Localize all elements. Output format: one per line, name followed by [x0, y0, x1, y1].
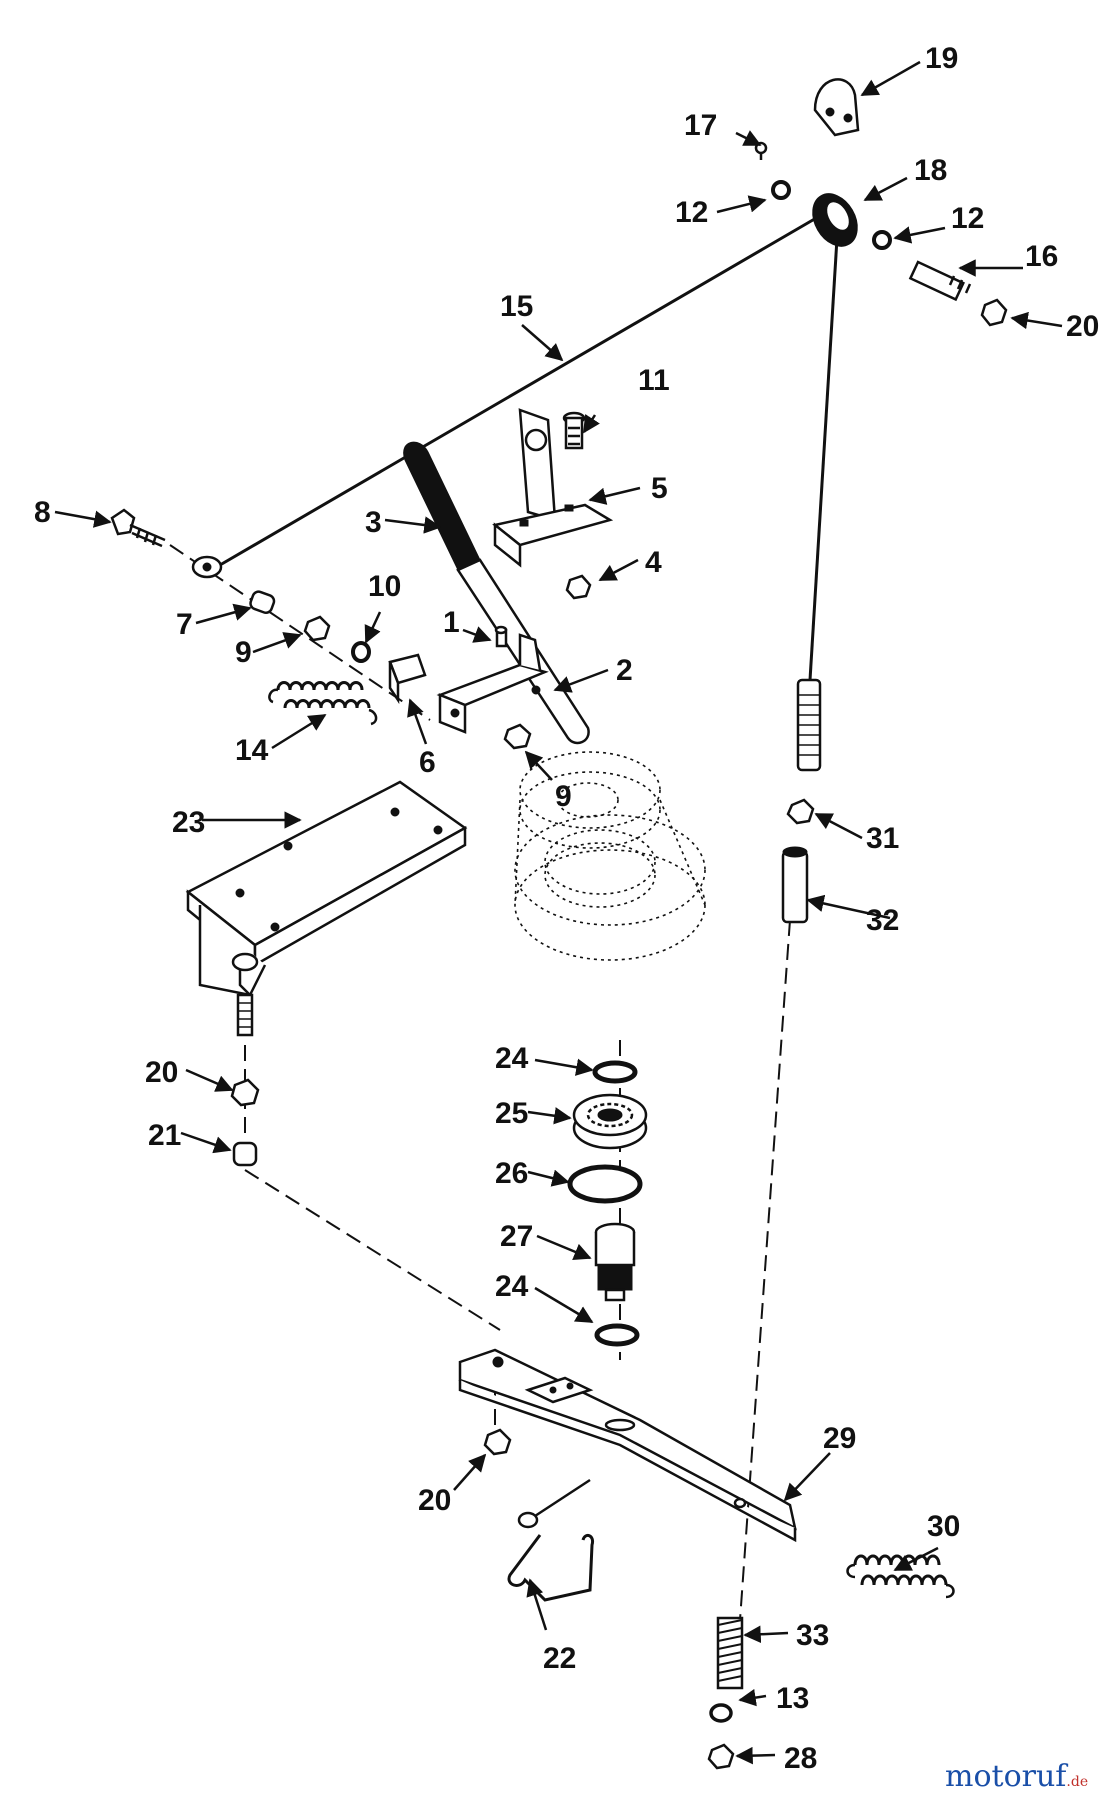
mounting-plate-23: [185, 780, 468, 1037]
nut-28: [707, 1743, 735, 1770]
pin-17: [754, 141, 768, 160]
nut-20-bottom: [483, 1428, 512, 1456]
cable-vertical: [808, 221, 840, 681]
cable-guide-clip: [813, 78, 860, 137]
callout-12b: 12: [951, 202, 984, 235]
callout-33: 33: [796, 1619, 829, 1652]
nut-20-left: [230, 1078, 260, 1107]
callout-13: 13: [776, 1682, 809, 1715]
pin-1: [494, 625, 508, 648]
callout-3: 3: [365, 506, 382, 539]
shaft-27: [594, 1222, 636, 1302]
spring-33: [716, 1616, 744, 1690]
idler-arm-29: [458, 1348, 797, 1543]
watermark-suffix: .de: [1066, 1774, 1088, 1790]
shoulder-bolt-16: [908, 260, 972, 302]
svg-text:motoruf.de: motoruf.de: [945, 1759, 1088, 1794]
callout-18: 18: [914, 154, 947, 187]
lever-bracket-2: [436, 633, 549, 734]
bearing-25: [572, 1093, 648, 1150]
callout-25: 25: [495, 1097, 528, 1130]
callout-8: 8: [34, 496, 51, 529]
site-watermark: motoruf.de: [945, 1759, 1088, 1794]
snap-ring-24-top: [592, 1060, 638, 1084]
callout-4: 4: [645, 546, 662, 579]
snap-ring-24-bottom: [594, 1323, 640, 1347]
callout-5: 5: [651, 472, 668, 505]
callout-28: 28: [784, 1742, 817, 1775]
snap-ring-26: [567, 1164, 643, 1204]
callout-12a: 12: [675, 196, 708, 229]
callout-26: 26: [495, 1157, 528, 1190]
callout-24b: 24: [495, 1270, 529, 1303]
callout-21: 21: [148, 1119, 181, 1152]
callout-31: 31: [866, 822, 899, 855]
callout-30: 30: [927, 1510, 960, 1543]
callout-labels: 1 2 3 4 5 6 7 8 9 9 10 11 12 12 13 14 15…: [34, 42, 1099, 1775]
nut-4: [565, 574, 592, 600]
spring-30: [846, 1554, 955, 1599]
bolt-8: [110, 508, 166, 548]
nut-20-top: [980, 298, 1008, 327]
pulley-18: [812, 193, 858, 247]
bolt-22: [517, 1478, 591, 1529]
spacer-32: [781, 846, 809, 924]
mounting-bracket-5: [492, 408, 614, 568]
callout-6: 6: [419, 746, 436, 779]
callout-17: 17: [684, 109, 717, 142]
watermark-name: motoruf: [945, 1759, 1068, 1794]
callout-20a: 20: [1066, 310, 1099, 343]
callout-22: 22: [543, 1642, 576, 1675]
bushing-7: [249, 590, 276, 614]
callout-16: 16: [1025, 240, 1058, 273]
clutch-lever-3: [403, 441, 590, 745]
callout-10: 10: [368, 570, 401, 603]
nut-9-left: [303, 615, 331, 642]
callout-14: 14: [235, 734, 269, 767]
callout-23: 23: [172, 806, 205, 839]
bolt-11: [562, 411, 586, 450]
callout-29: 29: [823, 1422, 856, 1455]
washer-10: [351, 641, 371, 663]
washer-12-top: [771, 180, 791, 200]
cable-end-sleeve: [796, 678, 822, 772]
callout-20b: 20: [145, 1056, 178, 1089]
callout-11: 11: [638, 364, 670, 397]
stop-plate-6: [388, 653, 427, 705]
phantom-pulley: [514, 751, 706, 961]
callout-9a: 9: [235, 636, 252, 669]
callout-2: 2: [616, 654, 633, 687]
callout-15: 15: [500, 290, 533, 323]
callout-1: 1: [443, 606, 460, 639]
callout-7: 7: [176, 608, 193, 641]
spacer-21: [232, 1141, 258, 1167]
spring-14: [268, 681, 378, 726]
callout-19: 19: [925, 42, 958, 75]
callout-27: 27: [500, 1220, 533, 1253]
nut-31: [786, 798, 815, 825]
dash-to-arm: [244, 1169, 501, 1331]
callout-24a: 24: [495, 1042, 529, 1075]
callout-32: 32: [866, 904, 899, 937]
cable-15-upper: [219, 208, 831, 567]
washer-12-right: [872, 230, 892, 250]
washer-13: [709, 1703, 733, 1723]
cable-eye-7: [191, 555, 223, 579]
callout-20c: 20: [418, 1484, 451, 1517]
callout-9b: 9: [555, 780, 572, 813]
leader-arrows: [54, 60, 1063, 1765]
nut-9-right: [503, 723, 532, 750]
spring-clip-22: [507, 1533, 595, 1602]
